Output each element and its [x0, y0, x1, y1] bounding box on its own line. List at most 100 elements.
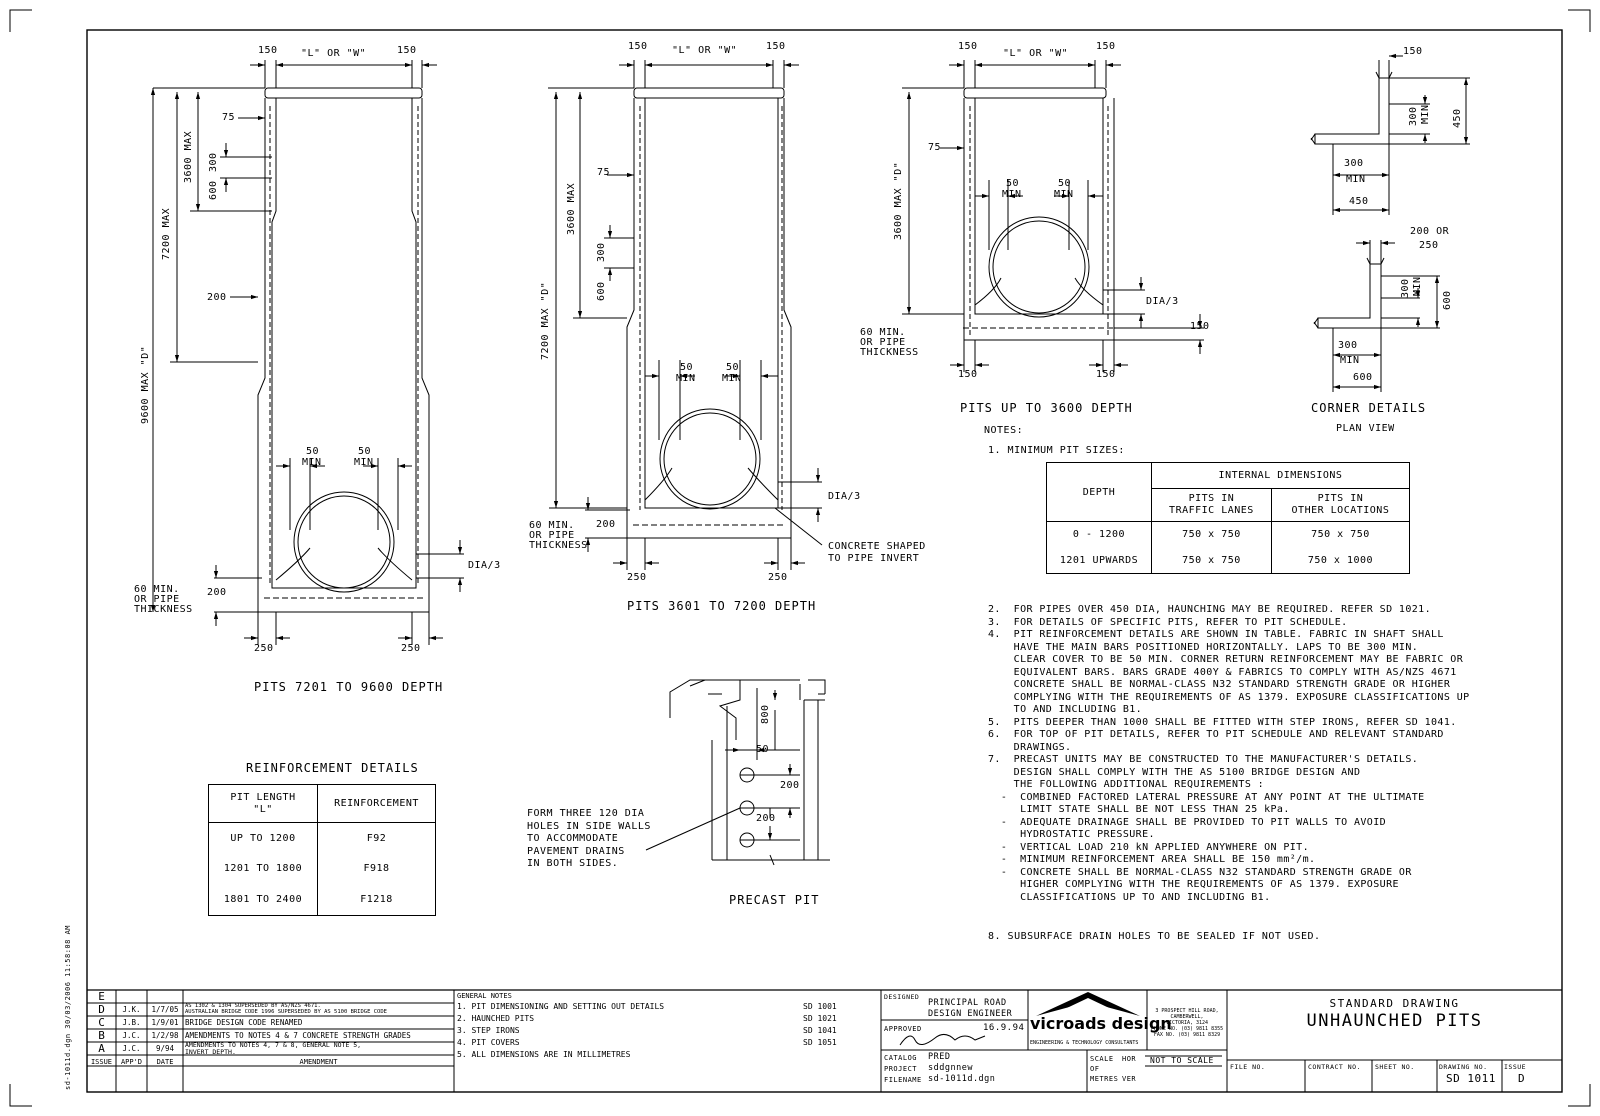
tb-catalog: PRED	[928, 1052, 951, 1062]
p2-thickness: THICKNESS	[529, 540, 588, 551]
rev-issue: E	[98, 990, 105, 1003]
p2-250a: 250	[627, 572, 647, 583]
c1-150: 150	[1403, 46, 1423, 57]
pit-3600-section	[902, 60, 1204, 372]
tb-title: UNHAUNCHED PITS	[1306, 1011, 1483, 1031]
tb-scale-metres: METRES	[1090, 1075, 1119, 1083]
p1-max-7200: 7200 MAX	[161, 207, 172, 260]
p2-dim-75: 75	[597, 167, 611, 178]
p2-dim-lw: "L" OR "W"	[672, 45, 738, 56]
p3-dia3: DIA/3	[1146, 296, 1179, 307]
p3-thickness: THICKNESS	[860, 347, 919, 358]
gen-note-ref: SD 1001	[803, 1002, 837, 1011]
tb-not-to-scale: NOT TO SCALE	[1150, 1056, 1214, 1065]
pc-800: 800	[760, 704, 771, 724]
p2-250b: 250	[768, 572, 788, 583]
reinf-cell: F1218	[317, 884, 436, 917]
p2-50b: 50	[726, 362, 740, 373]
tb-designed-2: DESIGN ENGINEER	[928, 1009, 1013, 1019]
p1-dia3: DIA/3	[468, 560, 501, 571]
p1-dim-75: 75	[222, 112, 236, 123]
rev-date: 1/7/05	[151, 1005, 179, 1014]
gen-note-item: 1. PIT DIMENSIONING AND SETTING OUT DETA…	[457, 1002, 665, 1011]
tb-file-no: FILE NO.	[1230, 1063, 1266, 1071]
side-stamp: sd-1011d.dgn 30/03/2006 11:58:08 AM	[64, 924, 72, 1090]
p3-50b: 50	[1058, 178, 1072, 189]
tb-filename: sd-1011d.dgn	[928, 1074, 996, 1084]
p3-50a: 50	[1006, 178, 1020, 189]
c2-250: 250	[1419, 240, 1439, 251]
rev-issue: B	[98, 1029, 105, 1042]
p2-50a: 50	[680, 362, 694, 373]
reinf-cell: 1201 TO 1800	[208, 853, 318, 885]
rev-header-date: DATE	[156, 1058, 174, 1066]
note-8: 8. SUBSURFACE DRAIN HOLES TO BE SEALED I…	[988, 931, 1321, 942]
p1-dim-300: 300	[208, 152, 219, 172]
title-block-grid	[87, 990, 1562, 1092]
title-pits-3601: PITS 3601 TO 7200 DEPTH	[627, 599, 817, 613]
p1-thickness: THICKNESS	[134, 604, 193, 615]
p3-dim-150-right: 150	[1096, 41, 1116, 52]
p1-dim-lw: "L" OR "W"	[301, 48, 367, 59]
rev-text: AMENDMENTS TO NOTES 4, 7 & 8, GENERAL NO…	[185, 1041, 362, 1056]
notes-body: 2. FOR PIPES OVER 450 DIA, HAUNCHING MAY…	[988, 604, 1470, 903]
pit-table-cell: 1201 UPWARDS	[1046, 547, 1152, 574]
p3-dim-150-base: 150	[1190, 321, 1210, 332]
p2-min-b: MIN	[722, 373, 742, 384]
p1-50a: 50	[306, 446, 320, 457]
tb-scale-ver: VER	[1122, 1075, 1137, 1083]
p2-dim-300: 300	[596, 242, 607, 262]
p3-dim-lw: "L" OR "W"	[1003, 48, 1069, 59]
p1-min-b: MIN	[354, 457, 374, 468]
tb-sheet-no: SHEET NO.	[1375, 1063, 1415, 1071]
tb-designed-1: PRINCIPAL ROAD	[928, 998, 1007, 1008]
p1-max-9600: 9600 MAX "D"	[140, 345, 151, 424]
p1-max-3600: 3600 MAX	[183, 130, 194, 183]
notes-title: NOTES:	[984, 425, 1024, 436]
p1-dim-200: 200	[207, 292, 227, 303]
p3-orpipe: OR PIPE	[860, 337, 906, 348]
c2-300h: 300	[1338, 340, 1358, 351]
c2-200or: 200 OR	[1410, 226, 1450, 237]
p3-dim-75: 75	[928, 142, 942, 153]
title-pits-3600: PITS UP TO 3600 DEPTH	[960, 401, 1133, 415]
c1-300h: 300	[1344, 158, 1364, 169]
vicroads-logo-icon	[1036, 992, 1140, 1016]
corner-details-drawing	[1310, 53, 1470, 392]
reinf-cell: UP TO 1200	[208, 821, 318, 854]
p2-dim-600: 600	[596, 281, 607, 301]
reinf-reinforcement-header: REINFORCEMENT	[317, 784, 436, 823]
title-reinforcement: REINFORCEMENT DETAILS	[246, 761, 419, 775]
c2-600v: 600	[1442, 290, 1453, 310]
rev-header-app: APP'D	[120, 1058, 143, 1066]
gen-note-item: 4. PIT COVERS	[457, 1038, 520, 1047]
general-notes: GENERAL NOTES 1. PIT DIMENSIONING AND SE…	[457, 992, 877, 1061]
reinf-cell: 1801 TO 2400	[208, 884, 318, 917]
p3-60min: 60 MIN.	[860, 327, 906, 338]
pit-table-cell: 750 x 750	[1151, 547, 1272, 574]
c2-min: MIN	[1412, 276, 1423, 296]
gen-note-item: 2. HAUNCHED PITS	[457, 1014, 535, 1023]
rev-by: J.B.	[122, 1018, 141, 1027]
title-pits-7201: PITS 7201 TO 9600 DEPTH	[254, 680, 444, 694]
pit-table-cell: 750 x 750	[1270, 521, 1411, 548]
p1-dim-150-left: 150	[258, 45, 278, 56]
tb-project: sddgnnew	[928, 1063, 973, 1073]
p2-dim-200: 200	[596, 519, 616, 530]
p2-orpipe: OR PIPE	[529, 530, 575, 541]
tb-catalog-label: CATALOG	[884, 1054, 918, 1062]
p3-max-3600: 3600 MAX "D"	[893, 161, 904, 240]
p1-dim-600: 600	[208, 180, 219, 200]
title-precast: PRECAST PIT	[729, 893, 820, 907]
p3-dim-150-left: 150	[958, 41, 978, 52]
p2-dim-150-right: 150	[766, 41, 786, 52]
c2-600h: 600	[1353, 372, 1373, 383]
p1-dim-200b: 200	[207, 587, 227, 598]
rev-by: J.C.	[122, 1031, 141, 1040]
pit-3601-section	[548, 60, 823, 570]
p2-60min: 60 MIN.	[529, 520, 575, 531]
p3-min-a: MIN	[1002, 189, 1022, 200]
